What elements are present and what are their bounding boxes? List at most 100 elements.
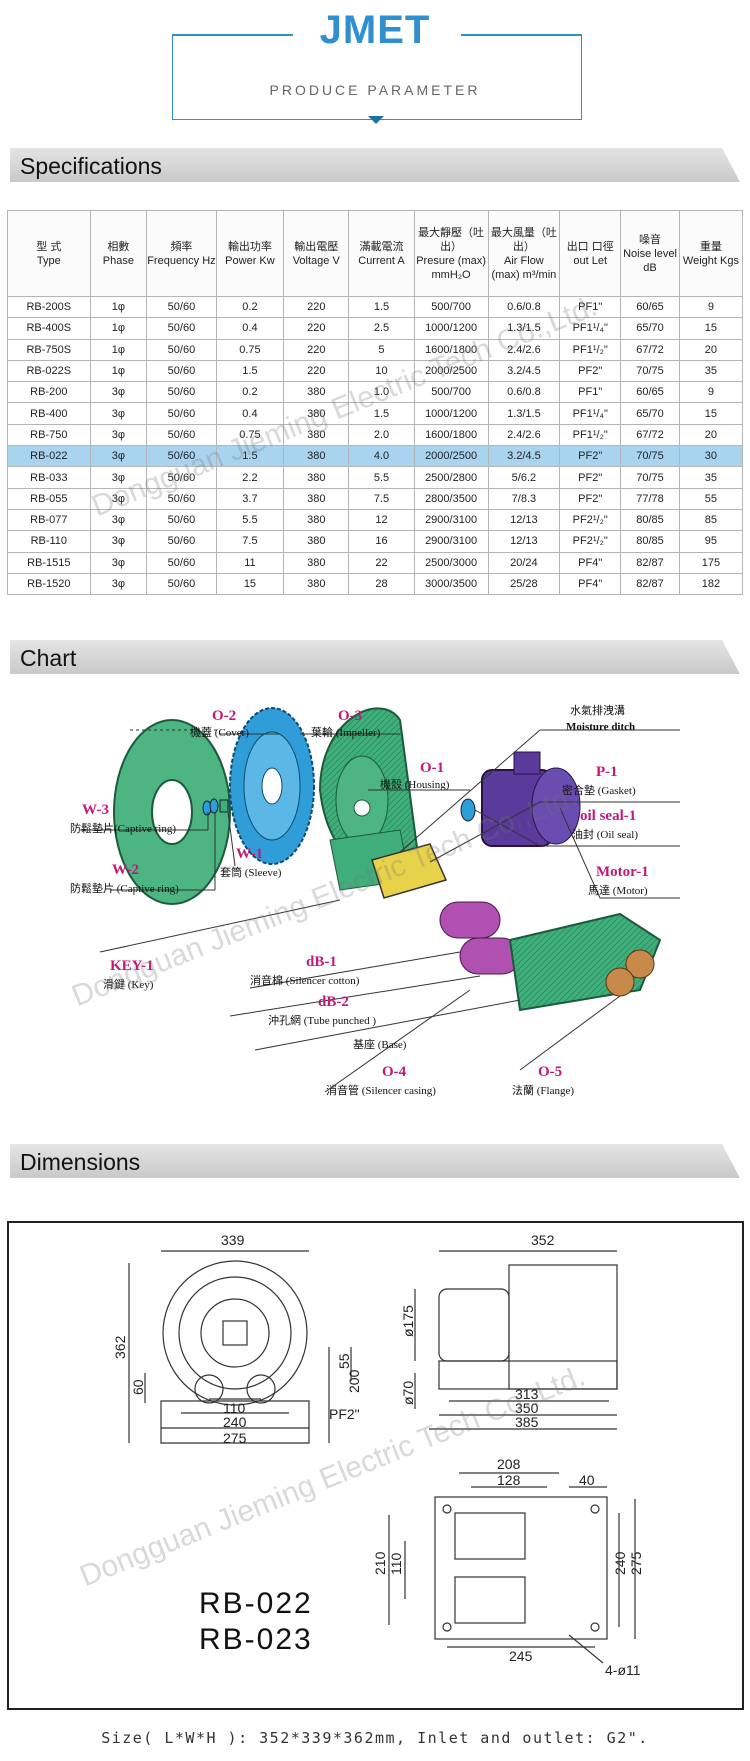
dim-front-width: 339 [221,1232,245,1248]
captive-ring-w2 [209,798,219,814]
table-cell: PF1¹/₄" [559,402,622,425]
table-cell: RB-033 [7,466,91,489]
dim-front-110: 110 [223,1400,246,1416]
table-cell: 28 [348,572,415,596]
spec-header-cn: 最大風量（吐出） [490,226,557,253]
table-cell: 50/60 [146,466,217,489]
dim-front-200: 200 [346,1369,362,1393]
table-cell: 1600/1800 [413,338,489,361]
table-cell: 380 [283,530,350,553]
part-code-db2: dB-2 [318,994,349,1010]
table-cell: 1.5 [215,359,285,383]
dim-base-128: 128 [497,1472,521,1488]
table-cell: 380 [283,381,350,404]
table-cell: 220 [283,359,350,383]
dim-side-width: 352 [531,1232,555,1248]
table-cell: PF2" [559,487,622,510]
table-cell: PF1¹/₂" [559,423,622,447]
table-cell: 1.3/1.5 [487,317,561,340]
table-cell: 220 [283,295,350,319]
leader-lines [80,729,680,1093]
dim-base-208: 208 [497,1456,521,1472]
table-cell: 1.5 [215,445,285,468]
side-view [414,1250,618,1430]
dim-base-40: 40 [579,1472,595,1488]
spec-header-en: Noise level dB [623,247,677,274]
table-cell: 50/60 [146,381,217,404]
table-cell: 2000/2500 [413,359,489,383]
part-name-o5: 法蘭 (Flange) [512,1083,574,1097]
table-cell: 50/60 [146,317,217,340]
table-cell: 50/60 [146,551,217,574]
table-cell: 67/72 [620,338,680,361]
spec-header-cn: 輸出功率 [227,240,272,253]
spec-header-cn: 輸出電壓 [294,240,339,253]
spec-header-en: Phase [102,254,134,267]
part-name-w3: 防鬆墊片(Captive ring) [70,821,176,835]
part-code-w3: W-3 [82,802,109,818]
table-cell: 3.7 [215,487,285,510]
model-name-1: RB-022 [199,1587,313,1620]
table-cell: 2900/3100 [413,530,489,553]
table-cell: PF4" [559,551,622,574]
dim-side-350: 350 [515,1400,539,1416]
section-title-specifications: Specifications [20,153,162,179]
part-code-o5: O-5 [538,1064,562,1080]
table-cell: 35 [678,359,744,383]
table-cell: 2.0 [348,423,415,447]
table-cell: 22 [348,551,415,574]
table-cell: 220 [283,338,350,361]
part-name-w1: 套筒 (Sleeve) [220,865,282,879]
part-name-o2: 機蓋 (Cover) [190,725,249,739]
table-cell: PF1" [559,381,622,404]
table-cell: 2000/2500 [413,445,489,468]
table-cell: RB-750 [7,423,91,447]
dim-base-275: 275 [628,1551,644,1575]
spec-header-en: Type [36,254,61,267]
table-cell: 3φ [89,466,148,489]
impeller-part [229,707,315,865]
table-cell: 50/60 [146,572,217,596]
part-name-db2: 沖孔網 (Tube punched ) [268,1013,376,1027]
part-name-p1: 密合墊 (Gasket) [562,783,636,797]
model-name-2: RB-023 [199,1623,313,1656]
table-cell: 12 [348,508,415,532]
table-cell: 1φ [89,359,148,383]
spec-header-en: Presure (max) mmH₂O [416,254,486,281]
table-cell: RB-1520 [7,572,91,596]
dim-base-240: 240 [612,1551,628,1575]
header-arrow-icon [368,116,384,124]
base-view [388,1472,636,1664]
part-code-key: KEY-1 [110,958,154,974]
table-cell: 77/78 [620,487,680,510]
table-cell: PF2¹/₂" [559,530,622,553]
table-cell: 380 [283,402,350,425]
brand-title: JMET [319,8,431,52]
table-cell: RB-022 [7,445,91,468]
moisture-ditch-en: Moisture ditch [566,721,635,733]
table-cell: 1.0 [348,381,415,404]
dim-side-dia175: ø175 [400,1305,416,1337]
table-cell: 15 [678,402,744,425]
spec-header-en: Current A [358,254,405,267]
table-cell: PF2" [559,445,622,468]
table-cell: 2900/3100 [413,508,489,532]
table-cell: 380 [283,508,350,532]
dim-side-385: 385 [515,1414,539,1430]
table-cell: 0.4 [215,317,285,340]
table-cell: 380 [283,551,350,574]
spec-header-cell: 最大靜壓（吐出）Presure (max) mmH₂O [413,210,489,297]
table-cell: 9 [678,295,744,319]
table-cell: RB-750S [7,338,91,361]
table-cell: 0.75 [215,338,285,361]
part-name-motor: 馬達 (Motor) [588,884,648,897]
table-cell: 50/60 [146,530,217,553]
table-cell: 1φ [89,338,148,361]
